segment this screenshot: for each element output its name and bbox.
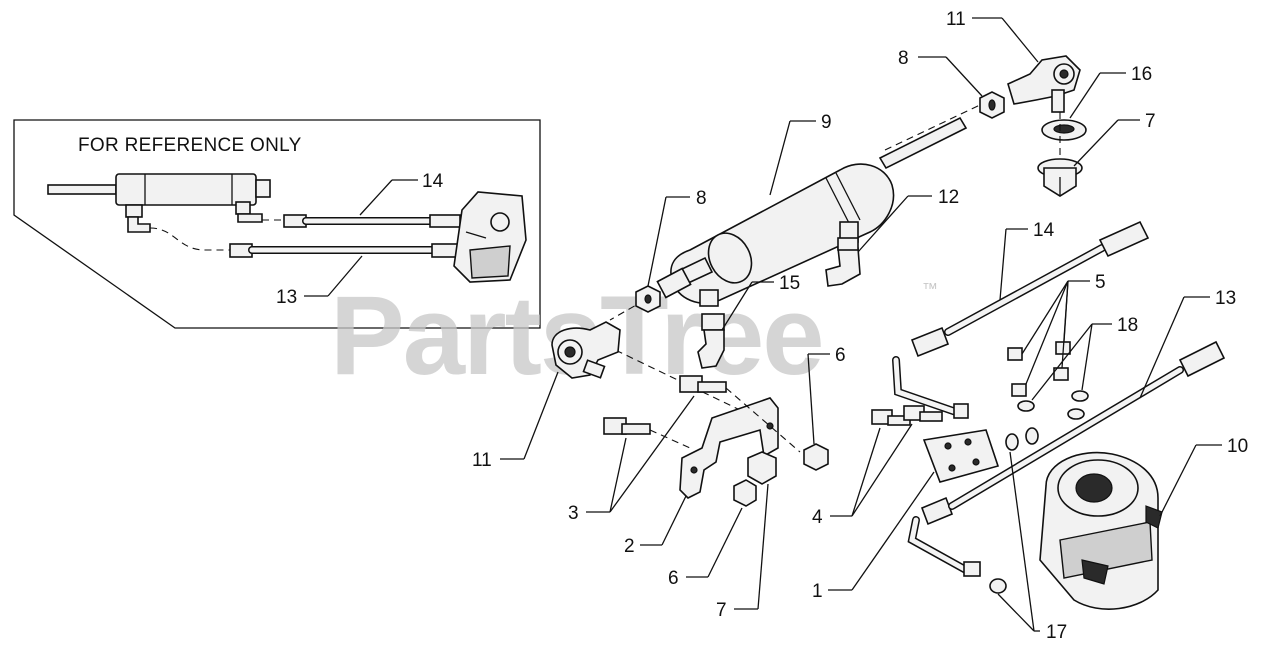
callout-6-right: 6 (835, 345, 846, 366)
callout-6-bottom: 6 (668, 568, 679, 589)
callout-4: 4 (812, 507, 823, 528)
callout-1: 1 (812, 581, 823, 602)
flange-nut-7-top (1037, 158, 1083, 197)
bolt-4b (903, 405, 943, 422)
bolt-4a (871, 409, 911, 426)
bolt-3b (679, 375, 727, 393)
callout-13: 13 (1215, 288, 1236, 309)
callout-17: 17 (1046, 622, 1067, 643)
callout-2: 2 (624, 536, 635, 557)
callout-14: 14 (1033, 220, 1055, 241)
steering-unit (1039, 451, 1163, 610)
mounting-plate (922, 429, 1000, 483)
jam-nut-8-mid (635, 285, 661, 313)
callout-18: 18 (1117, 315, 1138, 336)
callout-5: 5 (1095, 272, 1106, 293)
callout-8-mid: 8 (696, 188, 707, 209)
callout-12: 12 (938, 187, 959, 208)
rod-end-top (1007, 55, 1081, 113)
elbow-fitting-15 (697, 313, 725, 369)
bolts-5 (1007, 341, 1071, 397)
callout-10: 10 (1227, 436, 1248, 457)
bolt-3a (603, 417, 651, 435)
reference-title: FOR REFERENCE ONLY (78, 135, 302, 156)
reference-label-14: 14 (422, 171, 444, 192)
o-rings-17 (989, 427, 1039, 594)
elbow-fitting-12 (825, 237, 861, 287)
callout-7-top: 7 (1145, 111, 1156, 132)
reference-label-13: 13 (276, 287, 297, 308)
callout-leaders (500, 17, 1222, 632)
watermark-trademark: ™ (922, 281, 938, 298)
callout-8-top: 8 (898, 48, 909, 69)
mounting-bracket (679, 397, 779, 507)
callout-3: 3 (568, 503, 579, 524)
callout-11-left: 11 (472, 450, 492, 471)
rod-end-left (551, 321, 621, 379)
callout-9: 9 (821, 112, 832, 133)
washer-16 (1041, 119, 1087, 141)
jam-nut-8-top (979, 91, 1005, 119)
reference-cylinder (47, 173, 271, 233)
hose-14 (892, 220, 1150, 419)
reference-steering-unit (453, 191, 527, 283)
washers-18 (1017, 390, 1089, 420)
callout-numbers: 11 8 16 7 9 8 12 15 14 5 13 18 6 11 3 2 … (472, 9, 1248, 643)
callout-11-top: 11 (946, 9, 966, 30)
hydraulic-cylinder (656, 104, 981, 307)
flange-nut-6-right (803, 443, 829, 471)
reference-inset: FOR REFERENCE ONLY (13, 119, 541, 329)
callout-7-bottom: 7 (716, 600, 727, 621)
reference-hoses (149, 214, 463, 258)
callout-16: 16 (1131, 64, 1152, 85)
callout-15: 15 (779, 273, 800, 294)
